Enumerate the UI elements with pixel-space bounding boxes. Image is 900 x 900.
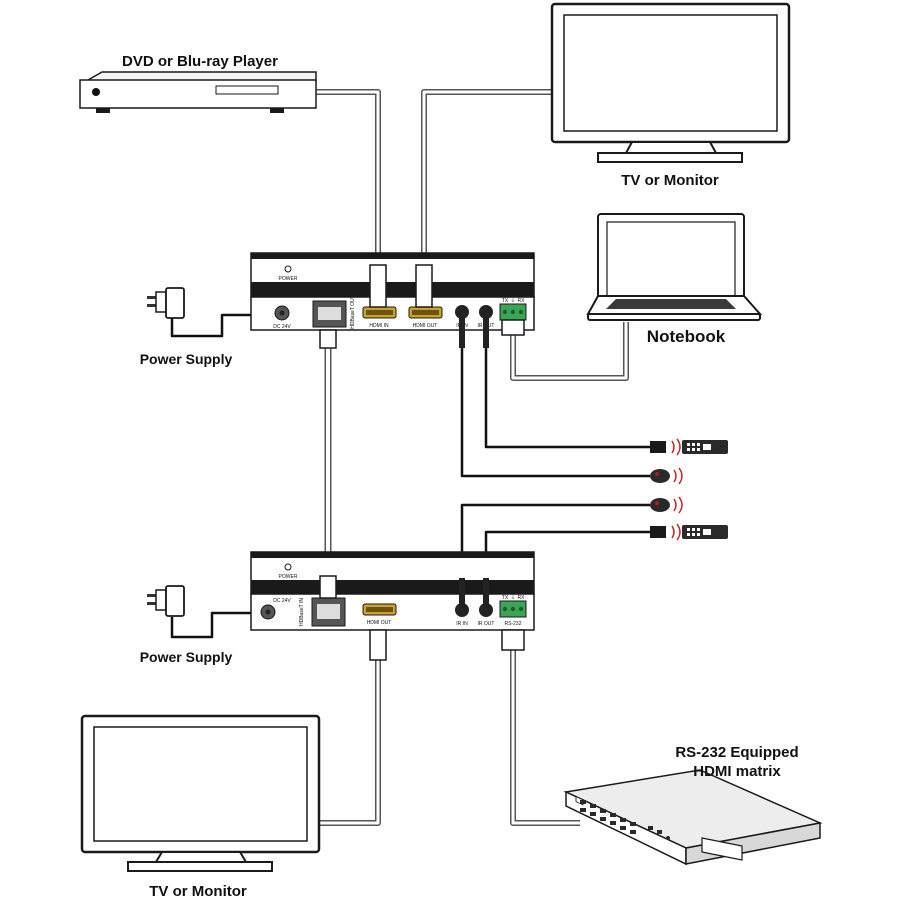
tx-tx-label: TX — [502, 298, 509, 304]
tx-rs232-plug — [501, 319, 525, 336]
tx-hdbaset-label: HDBaseT OUT — [350, 295, 356, 329]
tx-power-led — [284, 265, 292, 273]
matrix-label-line2: HDMI matrix — [693, 763, 781, 780]
power-supply-bottom — [147, 585, 185, 617]
hdmi-cable-tv-bottom — [318, 660, 381, 826]
tx-ir-out-plug — [483, 318, 489, 348]
transmitter-unit: POWER DC 24V HDBaseT OUT HDMI IN HDMI OU… — [250, 252, 535, 349]
ir-emitter-top — [650, 438, 728, 456]
matrix-label-line1: RS-232 Equipped — [675, 744, 798, 761]
ir-emitter-bottom — [650, 523, 728, 541]
tv-top-label: TV or Monitor — [621, 172, 719, 189]
ir-cable-top-eye — [460, 345, 650, 478]
rx-hdbaset-label: HDBaseT IN — [299, 598, 305, 626]
receiver-unit: POWER DC 24V HDBaseT IN HDMI OUT IR IN I… — [250, 551, 535, 661]
dvd-label: DVD or Blu-ray Player — [122, 53, 278, 70]
tx-hdmi-in-label: HDMI IN — [369, 323, 389, 329]
tx-gnd-label: ⏚ — [510, 297, 515, 304]
rx-tx-label: TX — [502, 595, 509, 601]
tv-monitor-top — [550, 2, 791, 163]
tx-hdmi-out-plug — [415, 264, 433, 308]
ir-receiver-eye-bottom — [650, 496, 683, 514]
rx-rs232-plug — [501, 629, 525, 651]
power-cord-bottom — [170, 611, 262, 639]
tx-hdbaset-plug — [319, 329, 337, 349]
rx-ir-in-jack — [455, 603, 469, 617]
rx-rs232-label: RS-232 — [505, 621, 522, 627]
tx-ir-in-jack — [455, 305, 469, 319]
tx-hdmi-out-label: HDMI OUT — [413, 323, 438, 329]
tv-bottom-label: TV or Monitor — [149, 883, 247, 900]
rx-ir-out-label: IR OUT — [478, 621, 495, 627]
power-supply-top-label: Power Supply — [140, 351, 233, 367]
hdmi-cable-tv-top — [421, 89, 552, 265]
dvd-player — [79, 71, 317, 113]
tv-monitor-bottom — [80, 714, 321, 872]
tx-ir-out-jack — [479, 305, 493, 319]
rx-hdbaset-plug — [319, 575, 337, 599]
tx-hdmi-in-plug — [369, 264, 387, 308]
rx-ir-in-label: IR IN — [456, 621, 468, 627]
notebook — [586, 213, 763, 321]
ir-receiver-eye-top — [650, 467, 683, 485]
hdmi-cable-dvd — [315, 89, 381, 265]
ir-cable-top-emitter — [484, 345, 650, 449]
tx-ir-in-plug — [459, 318, 465, 348]
rx-ir-out-plug — [483, 578, 489, 604]
rx-gnd-label: ⏚ — [510, 594, 515, 601]
power-supply-bottom-label: Power Supply — [140, 649, 233, 665]
power-supply-top — [147, 287, 185, 319]
rx-dc-label: DC 24V — [273, 598, 291, 604]
rx-hdmi-out-plug — [369, 629, 387, 661]
cables — [170, 89, 650, 826]
tx-power-label: POWER — [279, 276, 298, 282]
power-cord-top — [170, 313, 262, 338]
hdmi-matrix — [563, 769, 823, 866]
rx-ir-in-plug — [459, 578, 465, 604]
rx-ir-out-jack — [479, 603, 493, 617]
notebook-label: Notebook — [647, 327, 726, 346]
rx-hdmi-out-label: HDMI OUT — [367, 620, 392, 626]
rx-power-label: POWER — [279, 574, 298, 580]
rx-rx-label: RX — [518, 595, 526, 601]
tx-rx-label: RX — [518, 298, 526, 304]
tx-dc-label: DC 24V — [273, 324, 291, 330]
rx-power-led — [284, 563, 292, 571]
